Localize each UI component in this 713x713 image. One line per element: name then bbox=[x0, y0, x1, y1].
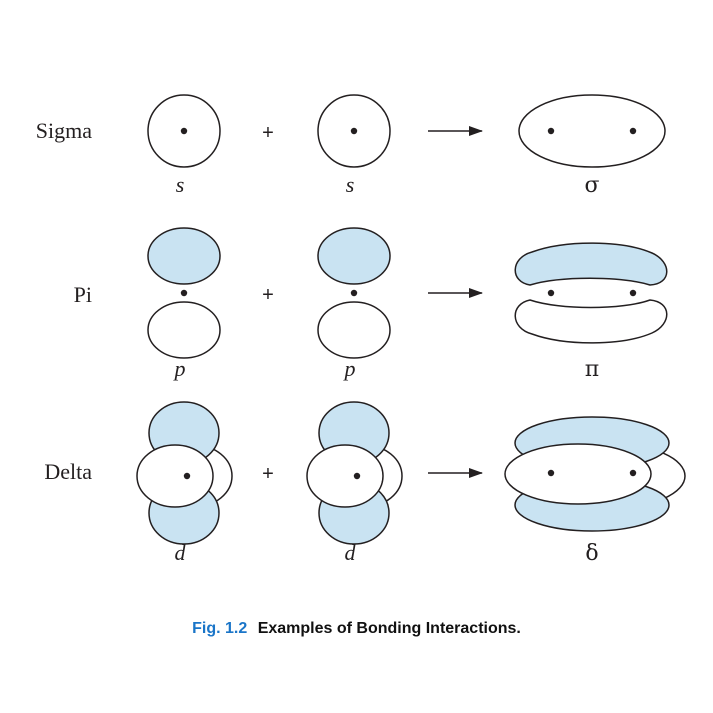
orbital-label-d-right: d bbox=[345, 540, 357, 565]
nucleus-dot bbox=[353, 472, 361, 480]
result-label-sigma: σ bbox=[584, 173, 599, 198]
nucleus-dot bbox=[547, 469, 555, 477]
orbital-label-s-right: s bbox=[346, 172, 355, 197]
row-label-pi: Pi bbox=[74, 282, 92, 307]
p-orbital-left bbox=[147, 227, 221, 359]
nucleus-dot bbox=[183, 472, 191, 480]
orbital-label-s-left: s bbox=[176, 172, 185, 197]
delta-row: Delta d + d δ bbox=[44, 401, 686, 566]
result-label-delta: δ bbox=[585, 541, 598, 566]
pi-bond-orbital bbox=[514, 242, 668, 344]
row-label-sigma: Sigma bbox=[36, 118, 92, 143]
nucleus-dot bbox=[547, 127, 555, 135]
plus-sign: + bbox=[262, 463, 274, 485]
p-orbital-right bbox=[317, 227, 391, 359]
nucleus-dot bbox=[180, 289, 188, 297]
orbital-label-p-right: p bbox=[343, 356, 356, 381]
nucleus-dot bbox=[180, 127, 188, 135]
nucleus-dot bbox=[629, 127, 637, 135]
nucleus-dot bbox=[629, 289, 637, 297]
figure-number: Fig. 1.2 bbox=[192, 620, 248, 637]
plus-sign: + bbox=[262, 284, 274, 306]
nucleus-dot bbox=[350, 289, 358, 297]
sigma-bond-orbital bbox=[518, 94, 666, 168]
result-label-pi: π bbox=[585, 357, 599, 382]
d-orbital-right bbox=[306, 401, 403, 545]
sigma-row: Sigma s + s σ bbox=[36, 94, 666, 198]
delta-bond-orbital bbox=[504, 416, 686, 532]
s-orbital-right bbox=[317, 94, 391, 168]
figure-caption: Fig. 1.2 Examples of Bonding Interaction… bbox=[0, 620, 713, 638]
d-orbital-left bbox=[136, 401, 233, 545]
nucleus-dot bbox=[547, 289, 555, 297]
orbital-label-p-left: p bbox=[173, 356, 186, 381]
plus-sign: + bbox=[262, 122, 274, 144]
row-label-delta: Delta bbox=[44, 459, 92, 484]
orbital-label-d-left: d bbox=[175, 540, 187, 565]
nucleus-dot bbox=[629, 469, 637, 477]
pi-row: Pi p + p π bbox=[74, 227, 668, 382]
caption-text: Examples of Bonding Interactions. bbox=[257, 620, 521, 637]
nucleus-dot bbox=[350, 127, 358, 135]
s-orbital-left bbox=[147, 94, 221, 168]
